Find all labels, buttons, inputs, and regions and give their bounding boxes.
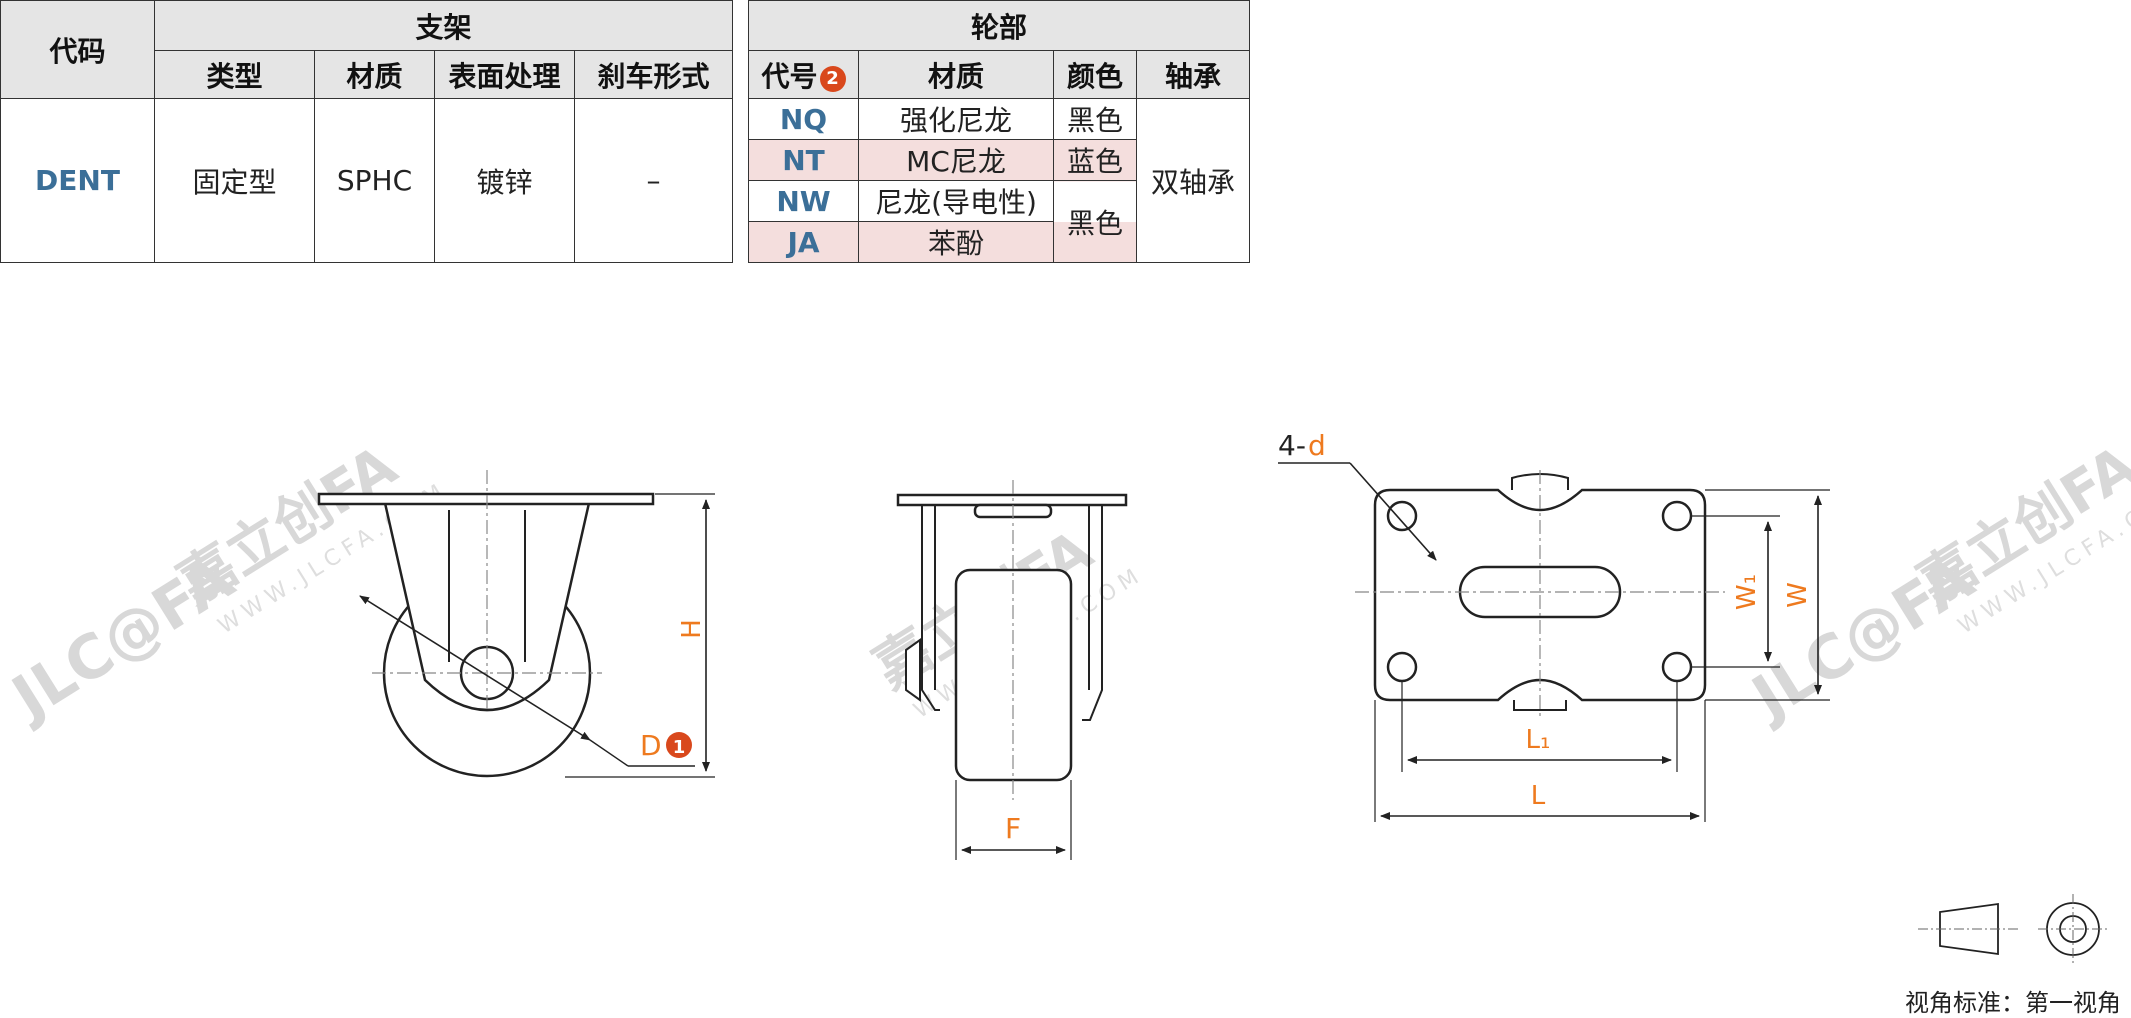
surface-treatment-value: 镀锌 [434, 98, 575, 263]
mounting-plate [317, 492, 655, 506]
column-gap [732, 0, 749, 263]
note-badge: 2 [819, 65, 846, 92]
dimension-f-label: F [1005, 812, 1021, 845]
wheel-code-cell: NQ [748, 98, 859, 140]
mount-hole [1661, 651, 1693, 683]
col-surface-treatment: 表面处理 [434, 50, 575, 99]
bracket-type-value: 固定型 [154, 98, 315, 263]
dimension-l1-label: L₁ [1526, 725, 1551, 755]
top-view [1278, 462, 1830, 822]
brake-type-value: – [574, 98, 733, 263]
wheel-group-header: 轮部 [748, 0, 1250, 51]
hole-diameter-label: d [1308, 429, 1326, 462]
hole-count-prefix: 4- [1278, 429, 1306, 462]
product-code: DENT [0, 98, 155, 263]
mount-hole [1386, 500, 1418, 532]
projection-caption: 视角标准：第一视角 [1905, 989, 2121, 1017]
dimension-h-label: H [677, 619, 707, 639]
code-header: 代码 [0, 0, 155, 99]
wheel-color-cell: 黑色 [1053, 98, 1137, 140]
front-view [896, 480, 1128, 860]
dimension-w-label: W [1783, 582, 1813, 608]
wheel-code-label: 代号 [761, 59, 818, 93]
col-wheel-color: 颜色 [1053, 50, 1137, 99]
col-brake-type: 刹车形式 [574, 50, 733, 99]
dimension-l-label: L [1531, 781, 1546, 811]
wheel-color-cell: 蓝色 [1053, 139, 1137, 181]
mount-hole [1386, 651, 1418, 683]
wheel-material-cell: 苯酚 [858, 221, 1054, 263]
bracket-group-header: 支架 [154, 0, 733, 51]
bearing-value: 双轴承 [1136, 98, 1250, 263]
wheel-code-cell: NW [748, 180, 859, 222]
dimension-w1-label: W₁ [1732, 574, 1762, 610]
side-view [317, 470, 715, 778]
wheel-material-cell: 尼龙(导电性) [858, 180, 1054, 222]
watermark-left: JLC@FA 嘉立创FA WWW.JLCFA.COM [0, 433, 453, 735]
dimension-d-label: D [640, 729, 662, 762]
col-bearing: 轴承 [1136, 50, 1250, 99]
note-badge-1 [666, 732, 692, 758]
wheel-color-cell: 黑色 [1053, 180, 1137, 263]
note-badge-1-text: 1 [673, 737, 686, 758]
mount-hole [1661, 500, 1693, 532]
projection-symbol [1918, 894, 2108, 964]
wheel-code-cell: JA [748, 221, 859, 263]
bracket-material-value: SPHC [314, 98, 435, 263]
wheel-material-cell: MC尼龙 [858, 139, 1054, 181]
col-bracket-material: 材质 [314, 50, 435, 99]
wheel-material-cell: 强化尼龙 [858, 98, 1054, 140]
mounting-plate-front [896, 493, 1128, 507]
